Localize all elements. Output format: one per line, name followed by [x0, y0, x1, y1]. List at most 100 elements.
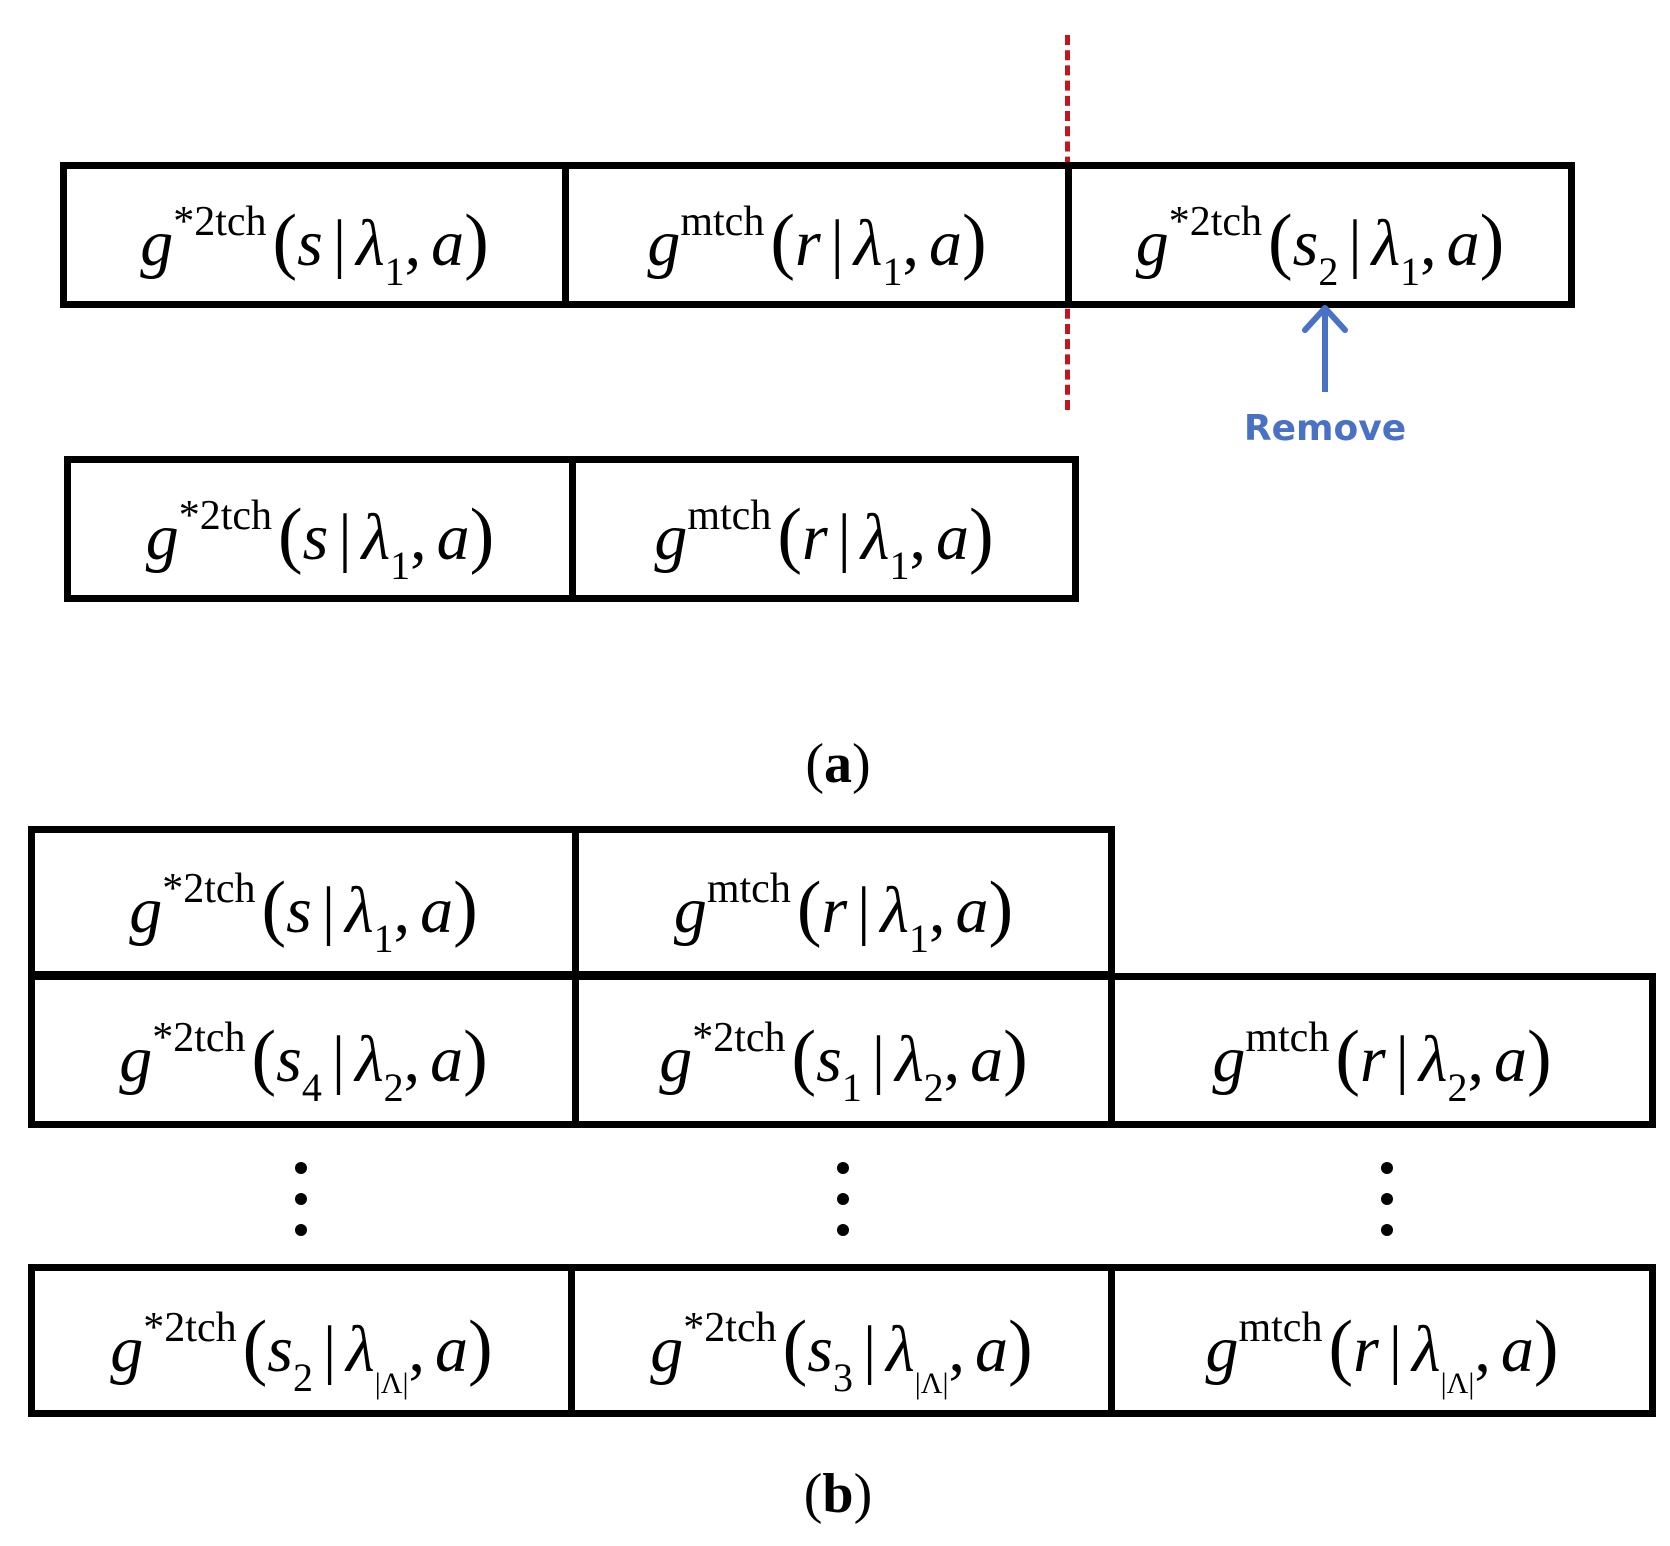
action: a	[420, 874, 454, 947]
formula: gmtch(r|λ1,a)	[647, 199, 987, 294]
lambda-subscript: 1	[390, 543, 411, 588]
panel-b-row2-cell: gmtch(r|λ2,a)	[1108, 973, 1656, 1128]
panel-a-row1-cell: g*2tch(s|λ1,a)	[60, 162, 569, 308]
g-symbol: g	[1205, 1312, 1239, 1386]
g-symbol: g	[1212, 1022, 1246, 1096]
lambda: λ	[1412, 1312, 1441, 1386]
argument: s	[267, 1312, 293, 1386]
action: a	[955, 874, 989, 947]
argument: r	[821, 874, 848, 947]
lambda-subscript: 1	[889, 543, 910, 588]
action: a	[935, 501, 969, 574]
argument: s	[1292, 207, 1319, 280]
formula: gmtch(r|λ2,a)	[1212, 1014, 1552, 1110]
panel-b-row1-cell: g*2tch(s|λ1,a)	[28, 826, 579, 978]
formula: gmtch(r|λ|Λ|,a)	[1205, 1304, 1559, 1400]
lambda: λ	[361, 501, 391, 574]
formula: gmtch(r|λ1,a)	[673, 866, 1014, 961]
lambda-subscript: 2	[383, 1064, 404, 1110]
lambda: λ	[886, 1312, 915, 1386]
panel-a-row2-cell: gmtch(r|λ1,a)	[569, 456, 1079, 602]
superscript: mtch	[680, 199, 765, 245]
lambda: λ	[880, 874, 909, 947]
argument: s	[286, 874, 312, 947]
lambda-subscript: 1	[373, 916, 394, 961]
lambda-subscript: 1	[908, 916, 929, 961]
panel-b-row3-cell: g*2tch(s2|λ|Λ|,a)	[28, 1264, 575, 1417]
panel-b-row2-cell: g*2tch(s1|λ2,a)	[572, 973, 1115, 1128]
panel-b-row2-cell: g*2tch(s4|λ2,a)	[28, 973, 579, 1128]
argument-subscript: 2	[292, 1354, 313, 1400]
argument-subscript: 3	[832, 1354, 853, 1400]
argument: s	[302, 501, 329, 574]
argument-subscript: 1	[841, 1064, 862, 1110]
g-symbol: g	[659, 1022, 693, 1096]
action: a	[431, 207, 465, 280]
g-symbol: g	[140, 207, 174, 280]
lambda-subscript: 1	[384, 249, 405, 294]
formula: g*2tch(s2|λ1,a)	[1135, 199, 1505, 294]
lambda-subscript: 1	[882, 249, 903, 294]
action: a	[1493, 1022, 1527, 1096]
superscript: *2tch	[683, 1304, 777, 1351]
action: a	[928, 207, 962, 280]
superscript: *2tch	[143, 1304, 237, 1351]
lambda: λ	[356, 207, 385, 280]
vertical-ellipsis	[837, 1162, 849, 1236]
formula: g*2tch(s|λ1,a)	[129, 866, 478, 961]
action: a	[436, 501, 470, 574]
lambda: λ	[1371, 207, 1401, 280]
formula: g*2tch(s|λ1,a)	[145, 493, 495, 588]
panel-a-row1-cell: gmtch(r|λ1,a)	[562, 162, 1072, 308]
superscript: mtch	[1238, 1304, 1323, 1351]
vertical-ellipsis	[295, 1162, 307, 1236]
superscript: *2tch	[173, 199, 267, 245]
panel-b-row3-cell: gmtch(r|λ|Λ|,a)	[1108, 1264, 1656, 1417]
lambda-subscript: |Λ|	[914, 1366, 949, 1400]
lambda: λ	[1418, 1022, 1448, 1096]
lambda: λ	[853, 207, 883, 280]
superscript: mtch	[687, 493, 772, 539]
panel-b-row3-cell: g*2tch(s3|λ|Λ|,a)	[568, 1264, 1115, 1417]
panel-a-row2-cell: g*2tch(s|λ1,a)	[64, 456, 576, 602]
formula: g*2tch(s3|λ|Λ|,a)	[650, 1304, 1033, 1400]
argument: s	[807, 1312, 833, 1386]
vertical-ellipsis	[1381, 1162, 1393, 1236]
superscript: mtch	[1245, 1014, 1330, 1061]
panel-b-row1-cell: gmtch(r|λ1,a)	[572, 826, 1115, 978]
superscript: *2tch	[152, 1014, 246, 1061]
superscript: *2tch	[692, 1014, 786, 1061]
action: a	[430, 1022, 464, 1096]
action: a	[1446, 207, 1480, 280]
argument-subscript: 4	[301, 1064, 322, 1110]
superscript: *2tch	[1168, 199, 1262, 245]
action: a	[435, 1312, 469, 1386]
g-symbol: g	[129, 874, 163, 947]
argument: s	[297, 207, 323, 280]
formula: g*2tch(s2|λ|Λ|,a)	[110, 1304, 493, 1400]
lambda-subscript: |Λ|	[374, 1366, 409, 1400]
formula: g*2tch(s4|λ2,a)	[119, 1014, 488, 1110]
formula: g*2tch(s1|λ2,a)	[659, 1014, 1028, 1110]
lambda-subscript: 2	[923, 1064, 944, 1110]
lambda-subscript: |Λ|	[1440, 1366, 1475, 1400]
lambda-subscript: 1	[1400, 249, 1421, 294]
action: a	[975, 1312, 1009, 1386]
action: a	[1500, 1312, 1534, 1386]
panel-a-row1-cell-removed: g*2tch(s2|λ1,a)	[1065, 162, 1575, 308]
argument-subscript: 2	[1318, 249, 1339, 294]
argument: r	[1359, 1022, 1386, 1096]
g-symbol: g	[650, 1312, 684, 1386]
g-symbol: g	[145, 501, 179, 574]
g-symbol: g	[1135, 207, 1169, 280]
g-symbol: g	[647, 207, 681, 280]
g-symbol: g	[673, 874, 707, 947]
remove-label: Remove	[1243, 408, 1407, 449]
formula: gmtch(r|λ1,a)	[654, 493, 994, 588]
caption-a: (a)	[805, 733, 871, 795]
argument: s	[816, 1022, 842, 1096]
superscript: mtch	[706, 866, 791, 912]
argument: r	[794, 207, 821, 280]
lambda: λ	[355, 1022, 384, 1096]
argument: r	[1353, 1312, 1379, 1386]
